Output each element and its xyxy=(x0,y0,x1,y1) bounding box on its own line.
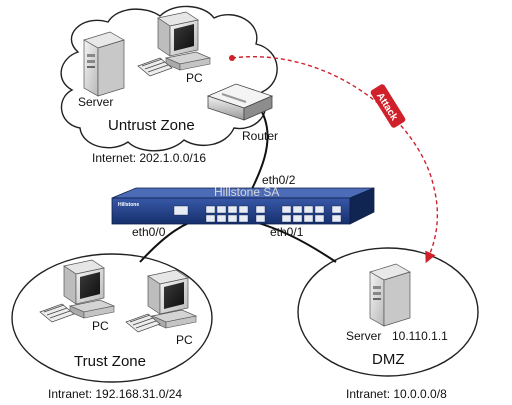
untrust-server-icon xyxy=(83,31,125,97)
attack-origin-dot xyxy=(229,55,235,61)
firewall-icon: Hillstone xyxy=(111,187,375,225)
dmz-zone-subnet: Intranet: 10.0.0.0/8 xyxy=(346,387,447,401)
trust-zone-name: Trust Zone xyxy=(74,353,146,370)
trust-pc-2-icon xyxy=(125,269,198,333)
dmz-zone-name: DMZ xyxy=(372,351,405,368)
untrust-server-label: Server xyxy=(78,95,113,109)
dmz-server-icon xyxy=(369,263,411,327)
attack-badge: Attack xyxy=(370,84,406,128)
untrust-zone-subnet: Internet: 202.1.0.0/16 xyxy=(92,151,206,165)
untrust-pc-icon xyxy=(137,11,212,77)
trust-pc-2-label: PC xyxy=(176,333,193,347)
interface-eth0-2-label: eth0/2 xyxy=(262,173,296,187)
router-icon xyxy=(206,83,274,121)
trust-pc-1-label: PC xyxy=(92,319,109,333)
interface-eth0-1-label: eth0/1 xyxy=(270,225,304,239)
router-label: Router xyxy=(242,129,278,143)
trust-pc-1-icon xyxy=(39,259,116,323)
untrust-zone-name: Untrust Zone xyxy=(108,117,195,134)
untrust-pc-label: PC xyxy=(186,71,203,85)
firewall-ports xyxy=(173,205,342,223)
firewall-brand: Hillstone xyxy=(118,202,139,208)
dmz-server-label: Server xyxy=(346,329,381,343)
trust-zone-subnet: Intranet: 192.168.31.0/24 xyxy=(48,387,182,401)
dmz-server-ip: 10.110.1.1 xyxy=(392,329,448,343)
interface-eth0-0-label: eth0/0 xyxy=(132,225,166,239)
firewall-label: Hillstone SA xyxy=(214,185,279,199)
